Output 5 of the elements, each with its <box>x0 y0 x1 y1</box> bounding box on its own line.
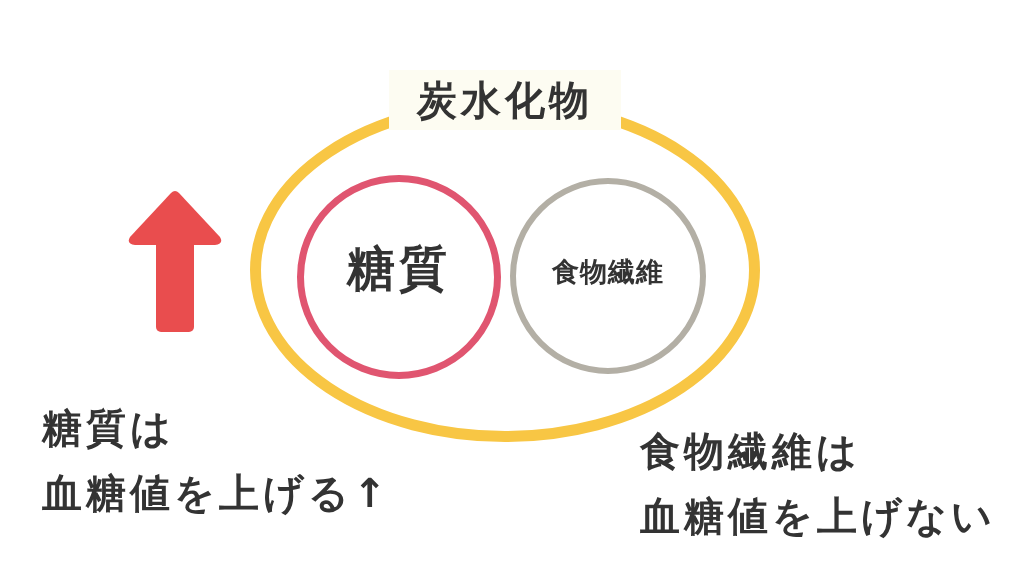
note-text: 食物繊維は血糖値を上げない <box>640 427 996 541</box>
category-label: 糖質 <box>347 240 451 298</box>
category-title: 炭水化物 <box>389 70 621 130</box>
category-label: 食物繊維 <box>552 255 664 289</box>
note-text: 糖質は血糖値を上げる↑ <box>42 404 391 518</box>
